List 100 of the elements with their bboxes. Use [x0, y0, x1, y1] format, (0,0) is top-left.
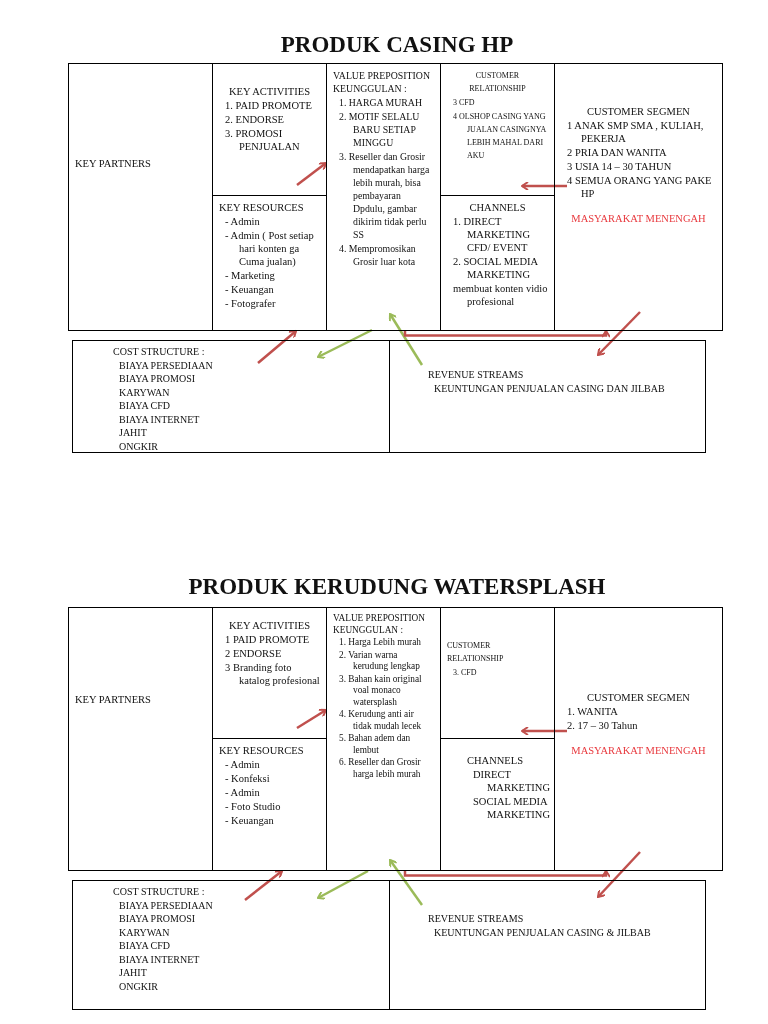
list-item: - Fotografer: [225, 297, 277, 310]
list-item: 5. Bahan adem dan lembut: [339, 733, 412, 756]
section-heading: KEY RESOURCES: [219, 201, 305, 214]
list-item: - Keuangan: [225, 283, 275, 296]
arrow: [296, 162, 327, 186]
list-item: 1. HARGA MURAH: [339, 96, 423, 109]
section-heading: KEY ACTIVITIES: [228, 619, 311, 632]
list-item: 3 USIA 14 – 30 TAHUN: [567, 160, 673, 173]
list-item: 1. Harga Lebih murah: [339, 637, 422, 649]
section-heading: COST STRUCTURE :: [113, 886, 206, 899]
list-item: KEUNTUNGAN PENJUALAN CASING DAN JILBAB: [434, 382, 666, 395]
list-item: - Admin: [225, 786, 261, 799]
list-item: KEUNTUNGAN PENJUALAN CASING & JILBAB: [434, 926, 652, 939]
section-heading: CUSTOMER SEGMEN: [586, 105, 691, 118]
list-item: 4. Mempromosikan Grosir luar kota: [339, 242, 417, 268]
arrow: [521, 726, 567, 736]
list-item: BIAYA PROMOSI: [119, 913, 197, 926]
list-item: 1. DIRECT MARKETING CFD/ EVENT: [453, 215, 531, 254]
section-heading: VALUE PREPOSITION KEUNGGULAN :: [333, 69, 431, 95]
arrow: [597, 851, 641, 898]
arrow: [403, 330, 611, 338]
list-item: 6. Reseller dan Grosir harga lebih murah: [339, 757, 422, 780]
section-heading: COST STRUCTURE :: [113, 346, 206, 359]
list-item: - Admin: [225, 215, 261, 228]
list-item: 3. Reseller dan Grosir mendapatkan harga lebih murah, bisa pembayaran Dpdulu, gambar dikirim tidak perlu SS: [339, 150, 431, 241]
section-heading: CUSTOMER RELATIONSHIP: [447, 640, 505, 665]
list-item: BIAYA PERSEDIAAN: [119, 359, 214, 372]
section-heading: KEY PARTNERS: [75, 157, 152, 170]
list-item: 1 PAID PROMOTE: [225, 633, 311, 646]
list-item: 3 CFD: [453, 97, 476, 109]
list-item: 1. PAID PROMOTE: [225, 99, 313, 112]
section-heading: KEY PARTNERS: [75, 693, 152, 706]
list-item: 1 ANAK SMP SMA , KULIAH, PEKERJA: [567, 119, 705, 145]
list-item: 4. Kerudung anti air tidak mudah lecek: [339, 709, 423, 732]
list-item: BIAYA PERSEDIAAN: [119, 899, 214, 912]
arrow: [597, 311, 641, 356]
list-item: 4 SEMUA ORANG YANG PAKE HP: [567, 174, 713, 200]
list-item: JAHIT: [119, 427, 148, 440]
section-heading: KEY RESOURCES: [219, 744, 305, 757]
arrow: [296, 708, 327, 730]
list-item: BIAYA CFD: [119, 400, 172, 413]
canvas-section: [68, 607, 213, 871]
list-item: - Marketing: [225, 269, 276, 282]
canvas-section: [326, 607, 441, 871]
section-heading: CUSTOMER SEGMEN: [586, 691, 691, 704]
arrow: [521, 181, 567, 191]
arrow: [244, 870, 283, 901]
canvas-section: [554, 607, 723, 871]
list-item: 2 PRIA DAN WANITA: [567, 146, 668, 159]
list-item: BIAYA INTERNET: [119, 953, 201, 966]
list-item: ONGKIR: [119, 980, 159, 993]
list-item: - Keuangan: [225, 814, 275, 827]
list-item: 2. Varian warna kerudung lengkap: [339, 649, 421, 673]
list-item: - Foto Studio: [225, 800, 282, 813]
list-item: 3. CFD: [453, 667, 478, 679]
list-item: membuat konten vidio profesional: [453, 282, 548, 308]
list-item: 3. Bahan kain original voal monaco watersplash: [339, 673, 423, 708]
list-item: DIRECT MARKETING: [473, 768, 548, 794]
list-item: JAHIT: [119, 967, 148, 980]
list-item: 2 ENDORSE: [225, 647, 283, 660]
arrow: [317, 328, 373, 359]
list-item: 4 OLSHOP CASING YANG JUALAN CASINGNYA LEBIH MAHAL DARI AKU: [453, 111, 547, 162]
list-item: KARYWAN: [119, 926, 171, 939]
list-item: SOCIAL MEDIA MARKETING: [473, 795, 548, 821]
list-item: 3. PROMOSI PENJUALAN: [225, 127, 301, 153]
section-heading: REVENUE STREAMS: [428, 912, 525, 925]
canvas-section: [72, 880, 390, 1010]
list-item: 3 Branding foto katalog profesional: [225, 661, 320, 687]
arrow: [388, 313, 424, 366]
list-item: BIAYA INTERNET: [119, 413, 201, 426]
list-item: 2. MOTIF SELALU BARU SETIAP MINGGU: [339, 110, 421, 149]
list-item: - Konfeksi: [225, 772, 271, 785]
section-heading: VALUE PREPOSITION KEUNGGULAN :: [333, 613, 427, 636]
list-item: ONGKIR: [119, 440, 159, 453]
section-heading: CUSTOMER RELATIONSHIP: [468, 70, 527, 95]
arrow: [317, 869, 369, 900]
section-heading: CHANNELS: [467, 754, 524, 767]
arrow: [257, 330, 297, 364]
list-item: BIAYA PROMOSI: [119, 373, 197, 386]
canvas-section: [389, 340, 706, 453]
list-item: - Admin ( Post setiap hari konten ga Cuma jualan): [225, 229, 315, 268]
arrow: [403, 870, 611, 878]
list-item: BIAYA CFD: [119, 940, 172, 953]
list-item: KARYWAN: [119, 386, 171, 399]
canvas-section: [389, 880, 706, 1010]
list-item: 2. 17 – 30 Tahun: [567, 719, 639, 732]
list-item: 2. ENDORSE: [225, 113, 285, 126]
canvas-section: [326, 63, 441, 331]
canvas-section: [72, 340, 390, 453]
arrow: [389, 859, 423, 906]
section-heading: REVENUE STREAMS: [428, 368, 525, 381]
section-heading: KEY ACTIVITIES: [228, 85, 311, 98]
highlight-text: MASYARAKAT MENENGAH: [570, 212, 707, 225]
highlight-text: MASYARAKAT MENENGAH: [570, 744, 707, 757]
canvas-section: [554, 63, 723, 331]
page-title: PRODUK CASING HP: [279, 31, 515, 59]
section-heading: CHANNELS: [468, 201, 527, 214]
canvas-section: [68, 63, 213, 331]
page-title: PRODUK KERUDUNG WATERSPLASH: [187, 573, 607, 601]
list-item: - Admin: [225, 758, 261, 771]
